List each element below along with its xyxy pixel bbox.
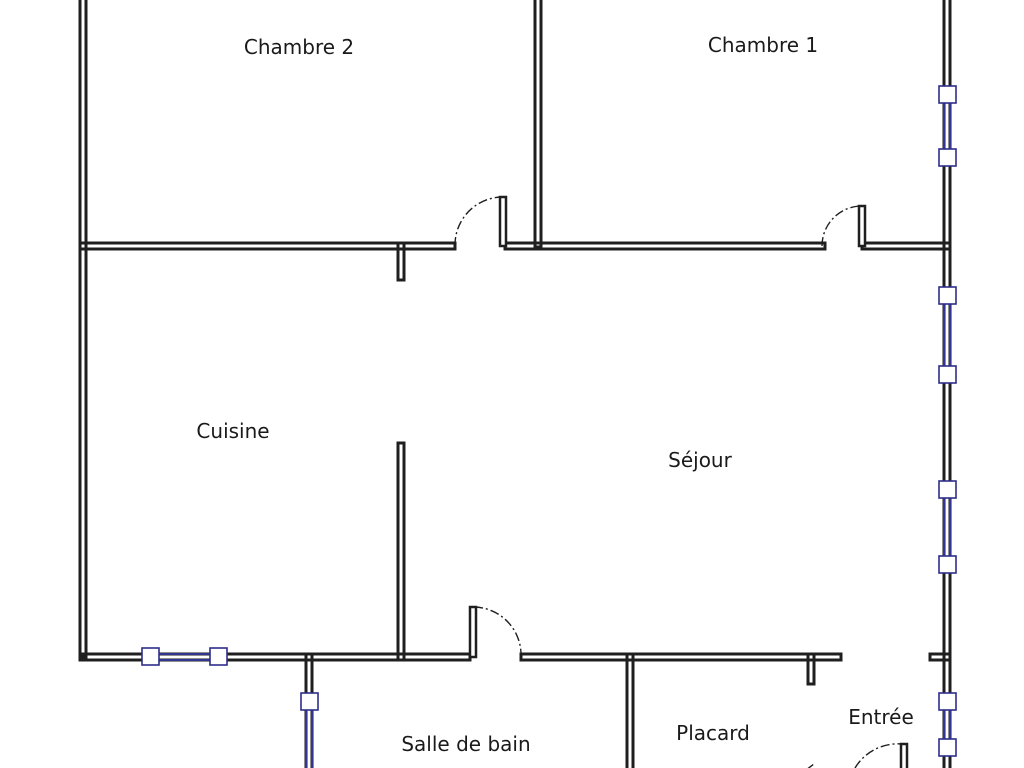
door-leaf (498, 195, 508, 248)
wall-bedroom1-bottom-right (860, 241, 952, 251)
wall-bathroom-left (304, 652, 314, 768)
window-sejour-lower (938, 480, 957, 574)
door-swing-arc-tail (807, 763, 815, 768)
room-label-sejour: Séjour (668, 448, 732, 472)
door-chambre-1 (821, 204, 867, 248)
door-swing-arc (473, 606, 522, 658)
window-post (300, 692, 319, 711)
window-sejour-upper (938, 286, 957, 384)
wall-bedroom-partition (533, 0, 543, 249)
window-post (938, 365, 957, 384)
window-salle-de-bain (300, 692, 319, 768)
wall-lower-left (78, 652, 472, 662)
room-label-chambre-2: Chambre 2 (244, 35, 354, 59)
door-leaf (899, 742, 909, 768)
room-label-cuisine: Cuisine (196, 419, 269, 443)
doors (454, 195, 909, 768)
wall-entrance-stub (928, 652, 952, 662)
door-chambre-2 (454, 195, 508, 248)
room-label-chambre-1: Chambre 1 (708, 33, 818, 57)
window-post (938, 148, 957, 167)
window-cuisine (141, 647, 228, 666)
wall-left-exterior (78, 0, 88, 659)
room-label-salle-de-bain: Salle de bain (401, 732, 530, 756)
window-post (938, 286, 957, 305)
window-post (938, 85, 957, 104)
door-leaf (468, 605, 478, 659)
door-swing-arc (454, 196, 502, 247)
wall-lower-right (519, 652, 843, 662)
window-chambre-1 (938, 85, 957, 167)
wall-bathroom-closet (625, 652, 635, 768)
wall-stub-upper (396, 241, 406, 282)
room-label-placard: Placard (676, 721, 750, 745)
door-swing-arc (821, 205, 861, 247)
window-post (938, 738, 957, 757)
window-post (209, 647, 228, 666)
window-post (938, 480, 957, 499)
wall-right-exterior (942, 0, 952, 768)
room-labels: Chambre 2 Chambre 1 Cuisine Séjour Salle… (196, 33, 913, 756)
wall-lower-stub (806, 652, 816, 686)
wall-bedroom1-bottom (533, 241, 827, 251)
door-swing-arc (854, 743, 903, 768)
window-post (141, 647, 160, 666)
door-entree (807, 742, 909, 768)
window-post (938, 555, 957, 574)
window-entree (938, 692, 957, 757)
window-post (938, 692, 957, 711)
door-leaf (857, 204, 867, 248)
door-salle-de-bain (468, 605, 522, 659)
wall-kitchen-partition (396, 441, 406, 662)
windows (141, 85, 957, 768)
room-label-entree: Entrée (848, 705, 914, 729)
